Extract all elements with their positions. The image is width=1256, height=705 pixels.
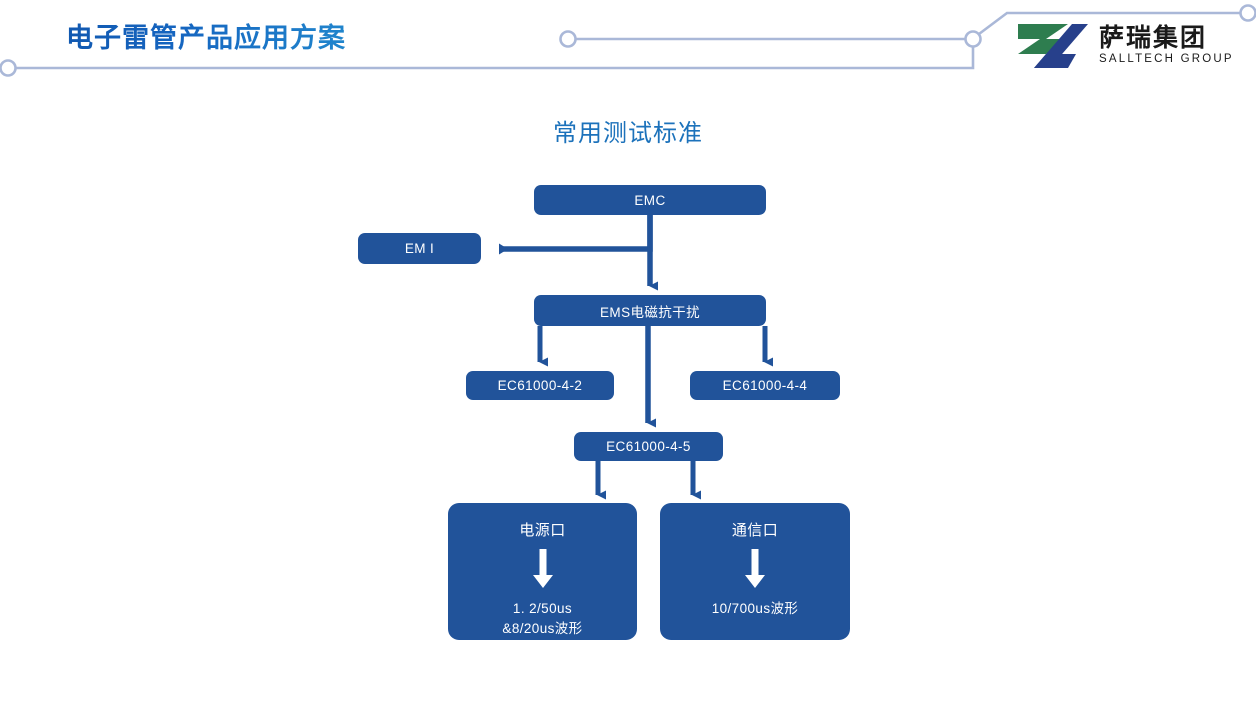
brand-logo: 萨瑞集团 SALLTECH GROUP	[1016, 20, 1242, 72]
logo-text-block: 萨瑞集团 SALLTECH GROUP	[1099, 26, 1234, 66]
logo-name-en: SALLTECH GROUP	[1099, 53, 1234, 66]
flow-node-ec61000-4-4[interactable]: EC61000-4-4	[690, 371, 840, 400]
flow-node-comm-port[interactable]: 通信口 10/700us波形	[660, 503, 850, 640]
flow-node-ec61000-4-5[interactable]: EC61000-4-5	[574, 432, 723, 461]
flow-node-emi[interactable]: EM I	[358, 233, 481, 264]
page-title: 电子雷管产品应用方案	[66, 16, 346, 55]
power-port-down-arrow-icon	[532, 549, 554, 589]
comm-port-title: 通信口	[731, 522, 779, 539]
section-heading: 常用测试标准	[553, 120, 703, 147]
comm-port-detail: 10/700us波形	[711, 601, 799, 616]
power-port-title: 电源口	[519, 522, 566, 539]
flow-node-ems[interactable]: EMS电磁抗干扰	[534, 295, 766, 326]
flow-node-ec61000-4-2[interactable]: EC61000-4-2	[466, 371, 614, 400]
salltech-logo-icon	[1018, 24, 1088, 68]
power-port-detail: 1. 2/50us &8/20us波形	[502, 601, 583, 636]
logo-name-cn: 萨瑞集团	[1099, 24, 1208, 53]
flow-node-power-port[interactable]: 电源口 1. 2/50us &8/20us波形	[448, 503, 637, 640]
comm-port-down-arrow-icon	[744, 549, 766, 589]
flow-node-emc[interactable]: EMC	[534, 185, 766, 215]
